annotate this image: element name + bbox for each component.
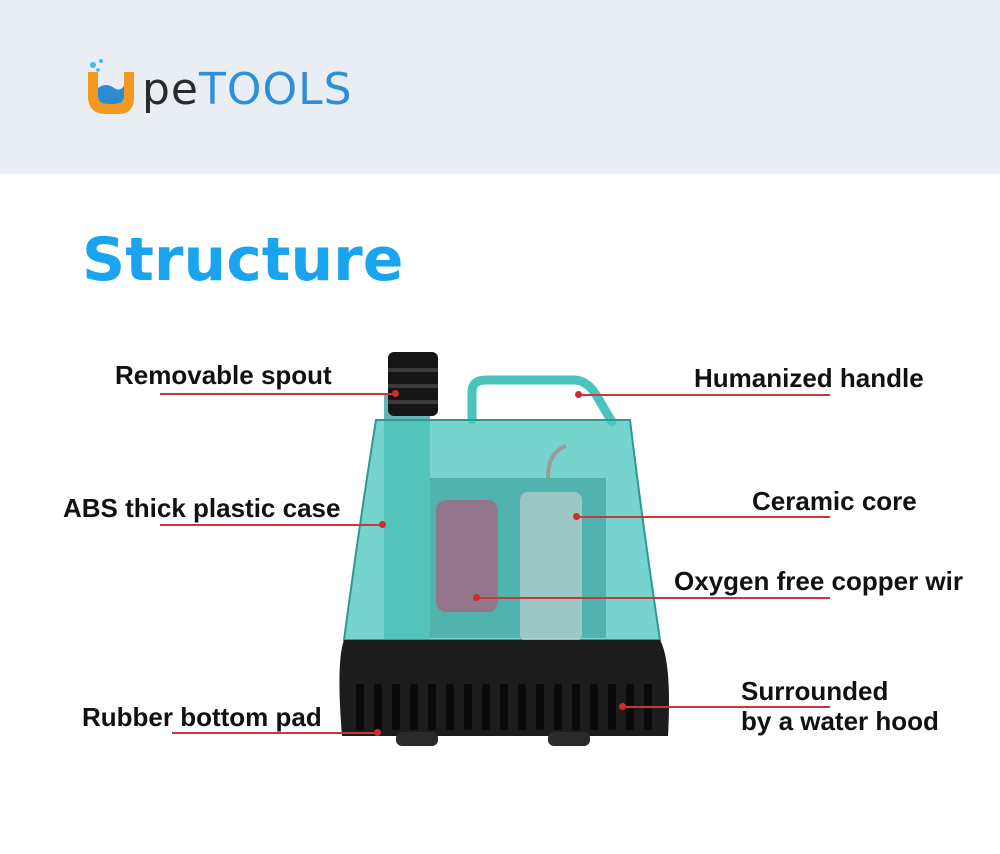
callout-rubber-pad: Rubber bottom pad xyxy=(82,702,322,732)
leader-dot-copper-wire xyxy=(472,593,480,601)
page-title: Structure xyxy=(82,225,404,295)
leader-line-copper-wire xyxy=(476,597,830,599)
callout-humanized-handle: Humanized handle xyxy=(694,363,924,393)
leader-dot-removable-spout xyxy=(391,389,399,397)
callout-removable-spout: Removable spout xyxy=(115,360,332,390)
leader-line-ceramic-core xyxy=(576,516,830,518)
rubber-foot-left xyxy=(396,732,438,746)
callout-water-hood-line2: by a water hood xyxy=(741,706,939,736)
base-vents xyxy=(356,684,652,730)
callout-abs-case: ABS thick plastic case xyxy=(63,493,341,523)
rubber-foot-right xyxy=(548,732,590,746)
callout-copper-wire: Oxygen free copper wir xyxy=(674,566,963,596)
leader-dot-humanized-handle xyxy=(574,390,582,398)
copper-coil xyxy=(436,500,498,612)
callout-ceramic-core: Ceramic core xyxy=(752,486,917,516)
logo-text-dark: pe xyxy=(142,64,199,115)
leader-line-water-hood xyxy=(622,706,830,708)
leader-dot-rubber-pad xyxy=(373,728,381,736)
logo-wordmark: peTOOLS xyxy=(142,62,353,118)
ceramic-core xyxy=(520,492,582,642)
water-drop-u-logo-icon xyxy=(88,59,134,114)
leader-line-abs-case xyxy=(160,524,382,526)
leader-dot-abs-case xyxy=(378,520,386,528)
handle xyxy=(467,375,617,427)
leader-dot-water-hood xyxy=(618,702,626,710)
leader-dot-ceramic-core xyxy=(572,512,580,520)
leader-line-humanized-handle xyxy=(578,394,830,396)
callout-water-hood-line1: Surrounded xyxy=(741,676,889,706)
logo-text-blue: TOOLS xyxy=(199,64,353,115)
leader-line-removable-spout xyxy=(160,393,395,395)
brand-logo: peTOOLS xyxy=(84,52,404,124)
leader-line-rubber-pad xyxy=(172,732,377,734)
header-band xyxy=(0,0,1000,174)
